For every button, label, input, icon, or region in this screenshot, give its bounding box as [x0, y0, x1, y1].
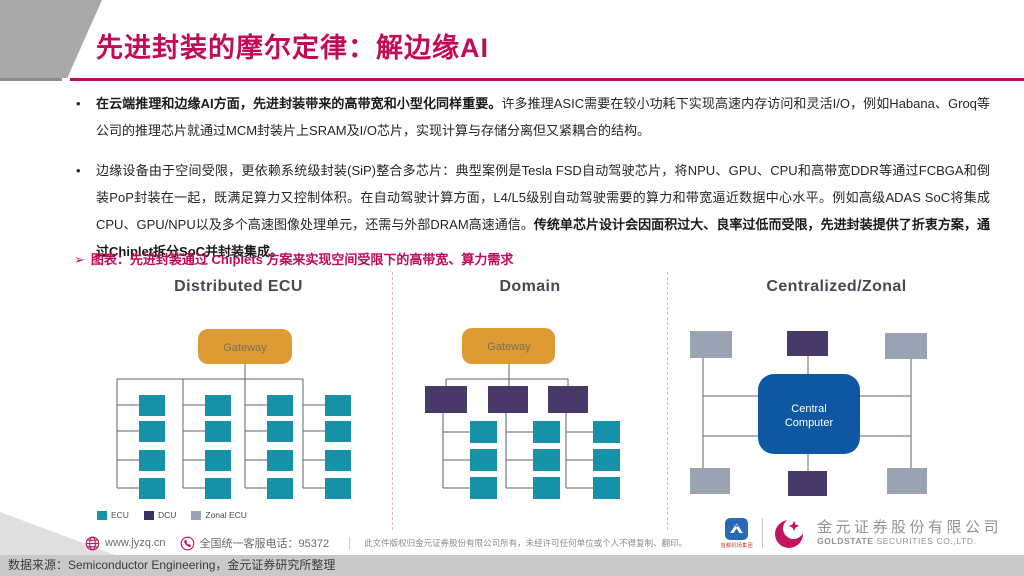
- zonal-ecu-box: [887, 468, 927, 494]
- legend-label-dcu: DCU: [157, 510, 177, 520]
- capital-airports-badge-icon: [725, 517, 749, 540]
- footer-website[interactable]: www.jyzq.cn: [105, 537, 166, 549]
- company-name-block: 金元证券股份有限公司 GOLDSTATE SECURITIES CO.,LTD.: [817, 519, 1002, 546]
- distributed-ecu-diagram: Gateway: [116, 329, 351, 499]
- ecu-node-grid: [470, 421, 620, 499]
- company-name-en-bold: GOLDSTATE: [816, 535, 874, 546]
- arrow-marker-icon: ➢: [74, 252, 85, 267]
- company-name-cn: 金元证券股份有限公司: [816, 519, 1002, 537]
- company-name-en-rest: SECURITIES CO.,LTD.: [873, 535, 977, 546]
- legend-item-ecu: ECU: [97, 510, 129, 520]
- bullet-dot: •: [76, 96, 81, 111]
- ecu-swatch: [97, 510, 107, 520]
- footer: www.jyzq.cn 全国统一客服电话：95372 此文件版权归金元证券股份有…: [85, 533, 687, 553]
- logo-divider: [761, 518, 763, 548]
- diagram-legend: ECU DCU Zonal ECU: [97, 510, 247, 520]
- connector-lines: [702, 356, 912, 471]
- header-gray-underline: [0, 78, 62, 81]
- panel-distributed-ecu: Distributed ECU Gateway: [85, 272, 393, 530]
- legend-label-ecu: ECU: [111, 510, 129, 520]
- zonal-ecu-box: [690, 331, 732, 358]
- zonal-ecu-box: [885, 333, 927, 359]
- legend-item-dcu: DCU: [143, 510, 177, 520]
- bullet-2-lead: 边缘设备由于空间受限，更依赖系统级封装(SiP)整合多芯片：典型案例是Tesla…: [96, 163, 990, 232]
- connector-lines: [116, 364, 325, 489]
- bullet-list: • 在云端推理和边缘AI方面，先进封装带来的高带宽和小型化同样重要。许多推理AS…: [72, 90, 990, 278]
- legend-item-zonal-ecu: Zonal ECU: [191, 510, 247, 520]
- footer-divider: [349, 536, 351, 550]
- header-accent-underline: [70, 78, 1024, 81]
- footer-copyright: 此文件版权归金元证券股份有限公司所有，未经许可任何单位或个人不得复制、翻印。: [364, 538, 688, 548]
- phone-icon: [180, 536, 194, 550]
- figure-caption-text: 图表：先进封装通过 Chiplets 方案来实现空间受限下的高带宽、算力需求: [90, 252, 514, 267]
- gateway-box: [198, 329, 292, 364]
- bullet-item-cloud-edge: • 在云端推理和边缘AI方面，先进封装带来的高带宽和小型化同样重要。许多推理AS…: [72, 90, 990, 144]
- panel-title-distributed-ecu: Distributed ECU: [174, 278, 303, 295]
- central-computer-box: [758, 374, 860, 454]
- zonal-ecu-box: [690, 468, 730, 494]
- page-title: 先进封装的摩尔定律：解边缘AI: [96, 33, 489, 63]
- capital-airports-caption: 首都机场集团: [720, 542, 753, 549]
- panel-centralized-zonal: Centralized/Zonal: [668, 272, 1005, 530]
- bullet-1-bold-lead: 在云端推理和边缘AI方面，先进封装带来的高带宽和小型化同样重要。: [96, 96, 502, 111]
- bullet-item-edge-sip: • 边缘设备由于空间受限，更依赖系统级封装(SiP)整合多芯片：典型案例是Tes…: [72, 157, 990, 265]
- bullet-2-bold-tail: 传统单芯片设计会因面积过大、良率过低而受限，先进封装提供了折衷方案，通过Chip…: [96, 217, 990, 259]
- goldstate-crescent-icon: [774, 518, 804, 548]
- legend-label-zonal-ecu: Zonal ECU: [205, 510, 247, 520]
- figure-caption: ➢ 图表：先进封装通过 Chiplets 方案来实现空间受限下的高带宽、算力需求: [74, 249, 513, 268]
- ecu-node-grid: [139, 395, 351, 499]
- panel-title-centralized-zonal: Centralized/Zonal: [766, 278, 907, 295]
- header-gray-decoration: [0, 0, 102, 78]
- domain-diagram: Gateway: [425, 328, 620, 499]
- gateway-label: Gateway: [223, 342, 267, 354]
- capital-airports-logo: 首都机场集团: [720, 517, 753, 549]
- gateway-box: [462, 328, 555, 364]
- zonal-node-ring: [690, 331, 927, 496]
- central-computer-label-line1: Central: [791, 403, 826, 415]
- zonal-ecu-swatch: [191, 510, 202, 520]
- panel-title-domain: Domain: [499, 278, 561, 295]
- data-source-text: 数据来源：Semiconductor Engineering，金元证券研究所整理: [8, 558, 336, 572]
- bullet-1-rest: 许多推理ASIC需要在较小功耗下实现高速内存访问和灵活I/O，例如Habana、…: [96, 96, 990, 138]
- centralized-zonal-diagram: Central Computer: [690, 331, 927, 496]
- source-bar: 数据来源：Semiconductor Engineering，金元证券研究所整理: [0, 555, 1024, 576]
- architecture-figure: Distributed ECU Gateway: [85, 272, 1005, 530]
- dcu-box: [787, 331, 828, 356]
- brand-logos: 首都机场集团 金元证券股份有限公司 GOLDSTATE SECURITIES C…: [721, 515, 1002, 551]
- dcu-swatch: [143, 510, 154, 520]
- connector-lines: [442, 364, 593, 489]
- bullet-dot: •: [76, 163, 81, 178]
- panel-domain: Domain Gateway: [393, 272, 668, 530]
- company-name-en: GOLDSTATE SECURITIES CO.,LTD.: [816, 535, 1002, 547]
- footer-hotline: 全国统一客服电话：95372: [199, 538, 330, 550]
- globe-icon: [85, 536, 100, 550]
- dcu-node-row: [425, 386, 588, 413]
- gateway-label: Gateway: [487, 341, 531, 353]
- dcu-box: [788, 471, 827, 496]
- central-computer-label-line2: Computer: [785, 417, 834, 429]
